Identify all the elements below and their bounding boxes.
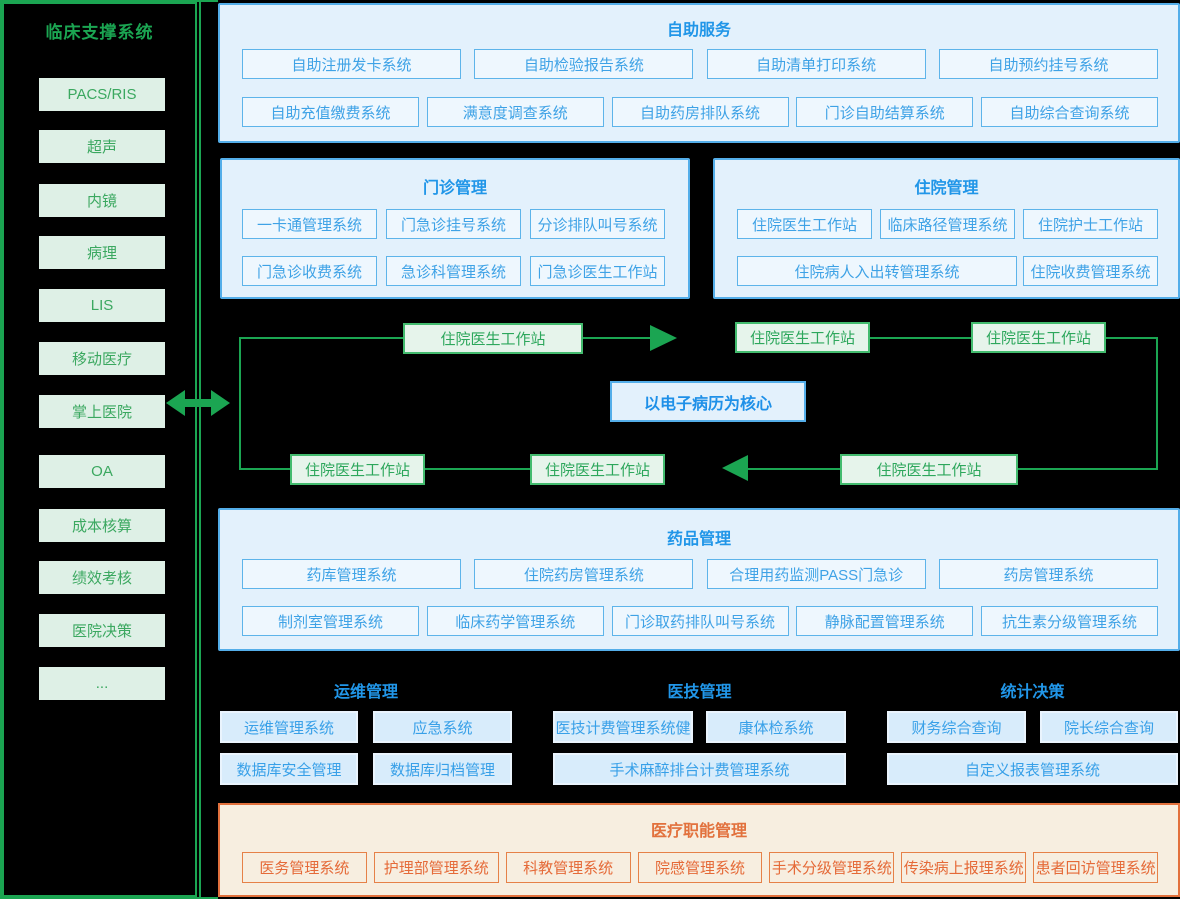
emr-loop-line: [870, 337, 971, 339]
inpatient-system: 住院收费管理系统: [1023, 256, 1158, 286]
emr-loop-line: [1156, 337, 1158, 470]
pharmacy-system: 药库管理系统: [242, 559, 461, 589]
self-service-system: 满意度调查系统: [426, 97, 604, 127]
column-title-stats: 统计决策: [1000, 684, 1065, 701]
sidebar-title: 临床支撑系统: [45, 23, 154, 42]
self-service-system: 自助药房排队系统: [611, 97, 789, 127]
medtech-system: 康体检系统: [706, 711, 846, 743]
self-service-system: 自助注册发卡系统: [242, 49, 461, 79]
pharmacy-system: 药房管理系统: [938, 559, 1158, 589]
left-arrow-icon: [722, 455, 748, 481]
inpatient-system: 住院护士工作站: [1023, 209, 1158, 239]
column-title-ops: 运维管理: [333, 684, 398, 701]
ops-system: 数据库安全管理: [220, 753, 358, 785]
emr-loop-line: [239, 337, 241, 470]
medtech-system: 手术麻醉排台计费管理系统: [553, 753, 846, 785]
panel-title: 药品管理: [666, 531, 731, 548]
double-arrow-icon: [211, 390, 230, 416]
panel-title: 自助服务: [666, 22, 731, 39]
column-title-medtech: 医技管理: [667, 684, 732, 701]
ops-system: 运维管理系统: [220, 711, 358, 743]
panel-inpatient: 住院管理 住院医生工作站 临床路径管理系统 住院护士工作站 住院病人入出转管理系…: [713, 158, 1180, 299]
pharmacy-system: 住院药房管理系统: [474, 559, 694, 589]
sidebar-item-performance: 绩效考核: [39, 561, 165, 594]
inpatient-system: 住院医生工作站: [737, 209, 872, 239]
inpatient-system: 临床路径管理系统: [880, 209, 1015, 239]
ops-system: 应急系统: [373, 711, 512, 743]
sidebar-item-palm-hospital: 掌上医院: [39, 395, 165, 428]
sidebar-item-mobile-medical: 移动医疗: [39, 342, 165, 375]
panel-outpatient: 门诊管理 一卡通管理系统 门急诊挂号系统 分诊排队叫号系统 门急诊收费系统 急诊…: [220, 158, 690, 299]
outpatient-system: 门急诊挂号系统: [386, 209, 521, 239]
functional-system: 医务管理系统: [242, 852, 367, 883]
sidebar-item-ultrasound: 超声: [39, 130, 165, 163]
medtech-system: 医技计费管理系统健: [553, 711, 693, 743]
panel-title: 门诊管理: [422, 180, 487, 197]
sidebar-item-cost: 成本核算: [39, 509, 165, 542]
outpatient-system: 一卡通管理系统: [242, 209, 377, 239]
right-arrow-icon: [650, 325, 677, 351]
stats-system: 自定义报表管理系统: [887, 753, 1178, 785]
pharmacy-system: 制剂室管理系统: [242, 606, 419, 636]
clinical-support-sidebar: 临床支撑系统 PACS/RIS 超声 内镜 病理 LIS 移动医疗 掌上医院 O…: [2, 2, 197, 897]
frame-line: [0, 897, 218, 899]
double-arrow-icon: [183, 399, 213, 407]
outpatient-system: 急诊科管理系统: [386, 256, 521, 286]
outpatient-system: 分诊排队叫号系统: [530, 209, 665, 239]
doctor-station-box: 住院医生工作站: [840, 454, 1018, 485]
self-service-system: 自助充值缴费系统: [242, 97, 419, 127]
sidebar-item-lis: LIS: [39, 289, 165, 322]
functional-system: 护理部管理系统: [373, 852, 499, 883]
doctor-station-box: 住院医生工作站: [530, 454, 665, 485]
pharmacy-system: 临床药学管理系统: [426, 606, 604, 636]
panel-title: 住院管理: [914, 180, 979, 197]
inpatient-system: 住院病人入出转管理系统: [737, 256, 1017, 286]
functional-system: 传染病上报理系统: [901, 852, 1027, 883]
doctor-station-box: 住院医生工作站: [971, 322, 1106, 353]
outpatient-system: 门急诊医生工作站: [530, 256, 665, 286]
emr-loop-line: [583, 337, 650, 339]
emr-core-box: 以电子病历为核心: [610, 381, 806, 422]
sidebar-item-decision: 医院决策: [39, 614, 165, 647]
emr-loop-line: [239, 468, 290, 470]
self-service-system: 门诊自助结算系统: [796, 97, 974, 127]
pharmacy-system: 抗生素分级管理系统: [981, 606, 1158, 636]
pharmacy-system: 静脉配置管理系统: [796, 606, 974, 636]
stats-system: 财务综合查询: [887, 711, 1026, 743]
doctor-station-box: 住院医生工作站: [290, 454, 425, 485]
sidebar-item-endoscopy: 内镜: [39, 184, 165, 217]
functional-system: 患者回访管理系统: [1033, 852, 1159, 883]
emr-loop-line: [425, 468, 530, 470]
emr-loop-line: [748, 468, 840, 470]
functional-system: 院感管理系统: [637, 852, 763, 883]
panel-functional-management: 医疗职能管理 医务管理系统 护理部管理系统 科教管理系统 院感管理系统 手术分级…: [218, 803, 1180, 897]
emr-loop-line: [1018, 468, 1158, 470]
stats-system: 院长综合查询: [1040, 711, 1178, 743]
sidebar-item-pathology: 病理: [39, 236, 165, 269]
double-arrow-icon: [166, 390, 185, 416]
self-service-system: 自助清单打印系统: [706, 49, 926, 79]
panel-self-service: 自助服务 自助注册发卡系统 自助检验报告系统 自助清单打印系统 自助预约挂号系统…: [218, 3, 1180, 143]
frame-line: [0, 0, 2, 899]
self-service-system: 自助预约挂号系统: [938, 49, 1158, 79]
doctor-station-box: 住院医生工作站: [735, 322, 870, 353]
spine-line: [199, 0, 201, 899]
outpatient-system: 门急诊收费系统: [242, 256, 377, 286]
functional-system: 手术分级管理系统: [769, 852, 895, 883]
panel-pharmacy: 药品管理 药库管理系统 住院药房管理系统 合理用药监测PASS门急诊 药房管理系…: [218, 508, 1180, 651]
pharmacy-system: 合理用药监测PASS门急诊: [706, 559, 926, 589]
doctor-station-box: 住院医生工作站: [403, 323, 583, 354]
ops-system: 数据库归档管理: [373, 753, 512, 785]
pharmacy-system: 门诊取药排队叫号系统: [611, 606, 789, 636]
panel-title: 医疗职能管理: [650, 823, 747, 840]
sidebar-item-more: ...: [39, 667, 165, 700]
functional-system: 科教管理系统: [505, 852, 631, 883]
sidebar-item-pacs-ris: PACS/RIS: [39, 78, 165, 111]
sidebar-item-oa: OA: [39, 455, 165, 488]
emr-loop-line: [1106, 337, 1158, 339]
self-service-system: 自助综合查询系统: [981, 97, 1158, 127]
self-service-system: 自助检验报告系统: [474, 49, 694, 79]
frame-line: [0, 0, 218, 2]
emr-loop-line: [239, 337, 403, 339]
